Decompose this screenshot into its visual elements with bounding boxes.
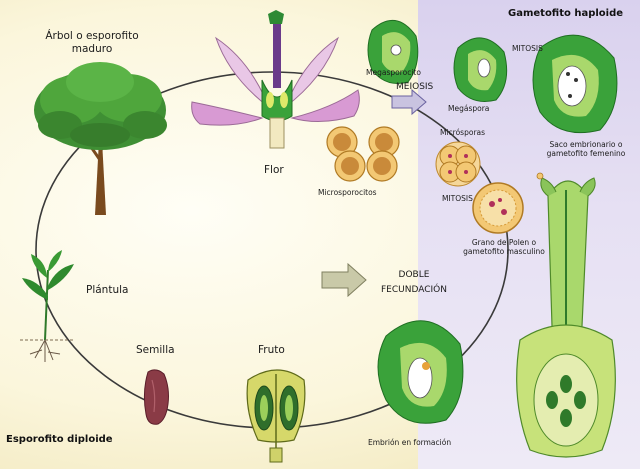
microspores-label: Micrósporas (440, 128, 486, 137)
meiosis-arrow (391, 88, 427, 116)
embryo-formation-ovule-illustration (377, 320, 464, 424)
fertilization-arrow (321, 262, 367, 298)
megasporocyte-label: Megasporocito (366, 68, 421, 77)
flower-label: Flor (264, 164, 284, 176)
flower-illustration (191, 10, 360, 149)
megaspore-label: Megáspora (448, 104, 490, 113)
embryo-label: Embrión en formación (368, 438, 452, 447)
pistil-illustration (516, 172, 616, 458)
seedling-label: Plántula (86, 284, 129, 296)
double-fertilization-label: DOBLE FECUNDACIÓN (381, 270, 447, 295)
mitosis-mid-label: MITOSIS (442, 194, 473, 203)
embryo-sac-label: Saco embrionario o gametofito femenino (546, 140, 626, 158)
fruit-illustration (246, 369, 306, 463)
microsporocytes-label: Microsporocitos (318, 188, 377, 197)
pollen-grain-illustration (472, 182, 524, 234)
fruit-label: Fruto (258, 344, 285, 356)
seedling-illustration (20, 250, 75, 362)
pollen-label: Grano de Polen o gametofito masculino (463, 238, 545, 256)
microspores-tetrad-illustration (435, 141, 481, 187)
haploid-title: Gametofito haploide (508, 8, 624, 19)
diploid-title: Esporofito diploide (6, 434, 113, 445)
seed-label: Semilla (136, 344, 175, 356)
tree-label: Árbol o esporofito maduro (45, 30, 139, 55)
mature-tree-illustration (34, 62, 167, 215)
megasporocyte-ovule-illustration (367, 20, 419, 84)
meiosis-label: MEIOSIS (396, 82, 434, 92)
mitosis-top-label: MITOSIS (512, 44, 543, 53)
microsporocytes-illustration (326, 126, 400, 182)
seed-illustration (143, 369, 169, 425)
embryo-sac-ovule-illustration (532, 34, 618, 134)
megaspore-ovule-illustration (453, 37, 508, 102)
